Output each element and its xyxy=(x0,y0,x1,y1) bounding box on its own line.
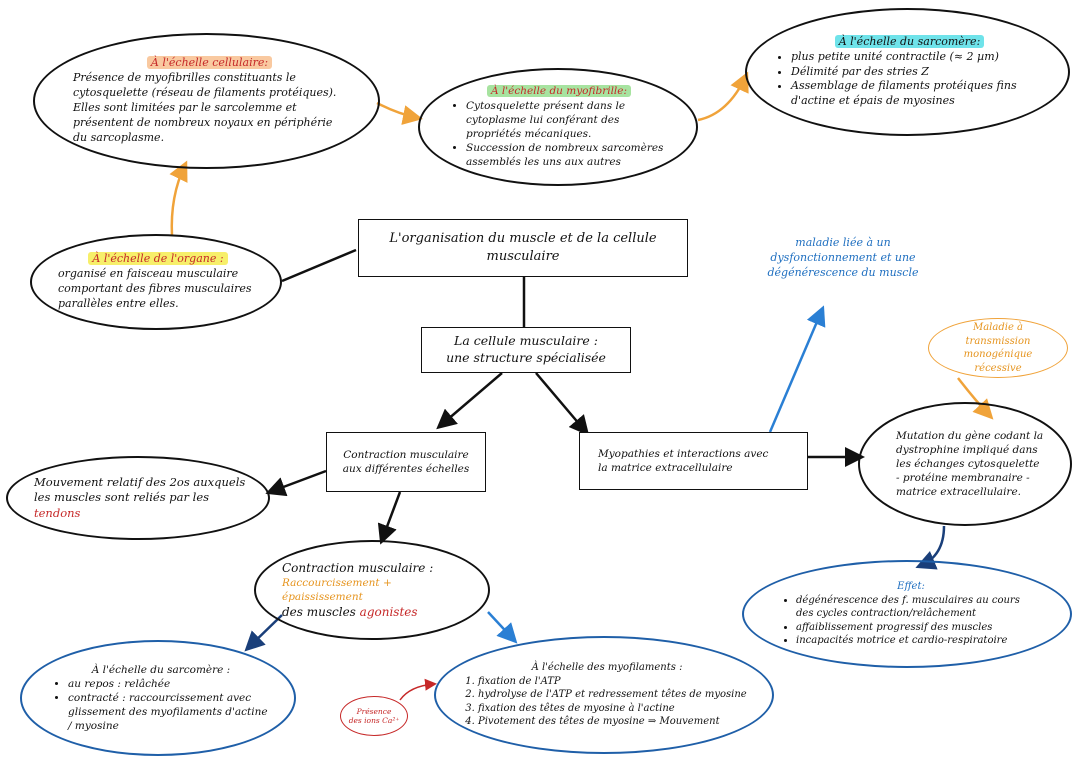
mutation-node: Mutation du gène codant la dystrophine i… xyxy=(858,402,1072,526)
main-title-box: L'organisation du muscle et de la cellul… xyxy=(358,219,688,277)
myopathies-line2: la matrice extracellulaire xyxy=(598,462,733,474)
list-item: incapacités motrice et cardio-respiratoi… xyxy=(796,634,1040,648)
contraction-scales-box: Contraction musculaire aux différentes é… xyxy=(326,432,486,492)
list-item: fixation de l'ATP xyxy=(478,675,750,689)
myofilaments-heading: À l'échelle des myofilaments : xyxy=(531,662,683,674)
arrow-ellipse-myofilaments xyxy=(487,611,518,644)
movement-node: Mouvement relatif des 2os auxquels les m… xyxy=(6,456,270,540)
sarcomere-scale-top-node: À l'échelle du sarcomère: plus petite un… xyxy=(745,8,1070,136)
contraction-node: Contraction musculaire : Raccourcissemen… xyxy=(254,540,490,640)
arrow-organe-cellular xyxy=(169,160,188,237)
list-item: au repos : relâchée xyxy=(68,677,268,691)
myopathies-box: Myopathies et interactions avec la matri… xyxy=(579,432,808,490)
list-item: Délimité par des stries Z xyxy=(791,65,1042,80)
movement-text: Mouvement relatif des 2os auxquels les m… xyxy=(34,474,246,505)
calcium-line2: des ions Ca²⁺ xyxy=(348,716,400,725)
list-item: affaiblissement progressif des muscles xyxy=(796,621,1040,635)
muscle-cell-box: La cellule musculaire : une structure sp… xyxy=(421,327,631,373)
arrow-myopathies-maladie xyxy=(768,305,826,433)
list-item: Assemblage de filaments protéiques fins … xyxy=(791,79,1042,109)
muscle-cell-title: La cellule musculaire : xyxy=(454,333,598,349)
monogenic-node: Maladie à transmission monogénique réces… xyxy=(928,318,1068,378)
mutation-text: Mutation du gène codant la dystrophine i… xyxy=(896,429,1044,499)
contraction-shortening: Raccourcissement + épaississement xyxy=(282,576,392,603)
organ-scale-node: À l'échelle de l'organe : organisé en fa… xyxy=(30,234,282,330)
arrow-myofibrille-sarcomere xyxy=(697,71,749,122)
myofilaments-scale-node: À l'échelle des myofilaments : fixation … xyxy=(434,636,774,754)
page-title: L'organisation du muscle et de la cellul… xyxy=(389,231,657,264)
list-item: contracté : raccourcissement avec glisse… xyxy=(68,691,268,734)
myopathies-line1: Myopathies et interactions avec xyxy=(598,447,769,460)
sarcomere-top-heading: À l'échelle du sarcomère: xyxy=(834,34,985,48)
sarcomere-bottom-heading: À l'échelle du sarcomère : xyxy=(91,663,231,676)
calcium-node: Présence des ions Ca²⁺ xyxy=(340,696,408,736)
list-item: fixation des têtes de myosine à l'actine xyxy=(478,702,750,716)
myofilaments-list: fixation de l'ATP hydrolyse de l'ATP et … xyxy=(464,675,750,729)
myofibril-scale-node: À l'échelle du myofibrille: Cytosquelett… xyxy=(418,68,698,186)
organ-scale-heading: À l'échelle de l'organe : xyxy=(88,252,228,266)
link-title-organe xyxy=(281,248,357,283)
arrow-cellule-contraction xyxy=(436,372,503,430)
arrow-ellipse-sarcomere xyxy=(244,614,283,652)
arrow-contraction-ellipse xyxy=(377,491,402,545)
arrow-contraction-mouvement xyxy=(265,469,327,497)
list-item: Cytosquelette présent dans le cytoplasme… xyxy=(466,99,666,142)
contraction-scales-line1: Contraction musculaire xyxy=(343,448,469,461)
sarcomere-top-list: plus petite unité contractile (≈ 2 µm) D… xyxy=(777,50,1042,109)
monogenic-text: Maladie à transmission monogénique réces… xyxy=(963,322,1033,374)
myofibril-scale-heading: À l'échelle du myofibrille: xyxy=(486,85,632,98)
disease-text: maladie liée à un dysfonctionnement et u… xyxy=(767,236,919,279)
cellular-scale-node: À l'échelle cellulaire: Présence de myof… xyxy=(33,33,380,169)
muscle-cell-subtitle: une structure spécialisée xyxy=(446,350,606,365)
contraction-muscles-text: des muscles xyxy=(282,605,356,620)
organ-scale-text: organisé en faisceau musculaire comporta… xyxy=(58,267,252,310)
myofibril-scale-list: Cytosquelette présent dans le cytoplasme… xyxy=(452,99,666,170)
cellular-scale-heading: À l'échelle cellulaire: xyxy=(146,56,273,70)
arrow-calcium-myofilaments xyxy=(399,678,437,701)
arrow-cellular-myofibrille xyxy=(376,101,423,125)
effect-heading: Effet: xyxy=(897,581,925,593)
agonists-label: agonistes xyxy=(359,605,418,620)
disease-description: maladie liée à un dysfonctionnement et u… xyxy=(748,236,938,298)
effect-node: Effet: dégénérescence des f. musculaires… xyxy=(742,560,1072,668)
list-item: Pivotement des têtes de myosine ⇒ Mouvem… xyxy=(478,715,750,729)
sarcomere-scale-bottom-node: À l'échelle du sarcomère : au repos : re… xyxy=(20,640,296,756)
list-item: Succession de nombreux sarcomères assemb… xyxy=(466,141,666,169)
effect-list: dégénérescence des f. musculaires au cou… xyxy=(782,594,1040,648)
sarcomere-bottom-list: au repos : relâchée contracté : raccourc… xyxy=(54,677,268,734)
arrow-cellule-myopathies xyxy=(535,372,590,436)
contraction-title: Contraction musculaire : xyxy=(282,560,434,575)
list-item: plus petite unité contractile (≈ 2 µm) xyxy=(791,50,1042,65)
calcium-line1: Présence xyxy=(356,707,392,716)
list-item: dégénérescence des f. musculaires au cou… xyxy=(796,594,1040,621)
contraction-scales-line2: aux différentes échelles xyxy=(342,463,470,475)
cellular-scale-text: Présence de myofibrilles constituants le… xyxy=(73,71,337,144)
list-item: hydrolyse de l'ATP et redressement têtes… xyxy=(478,688,750,702)
tendons-label: tendons xyxy=(34,505,81,520)
